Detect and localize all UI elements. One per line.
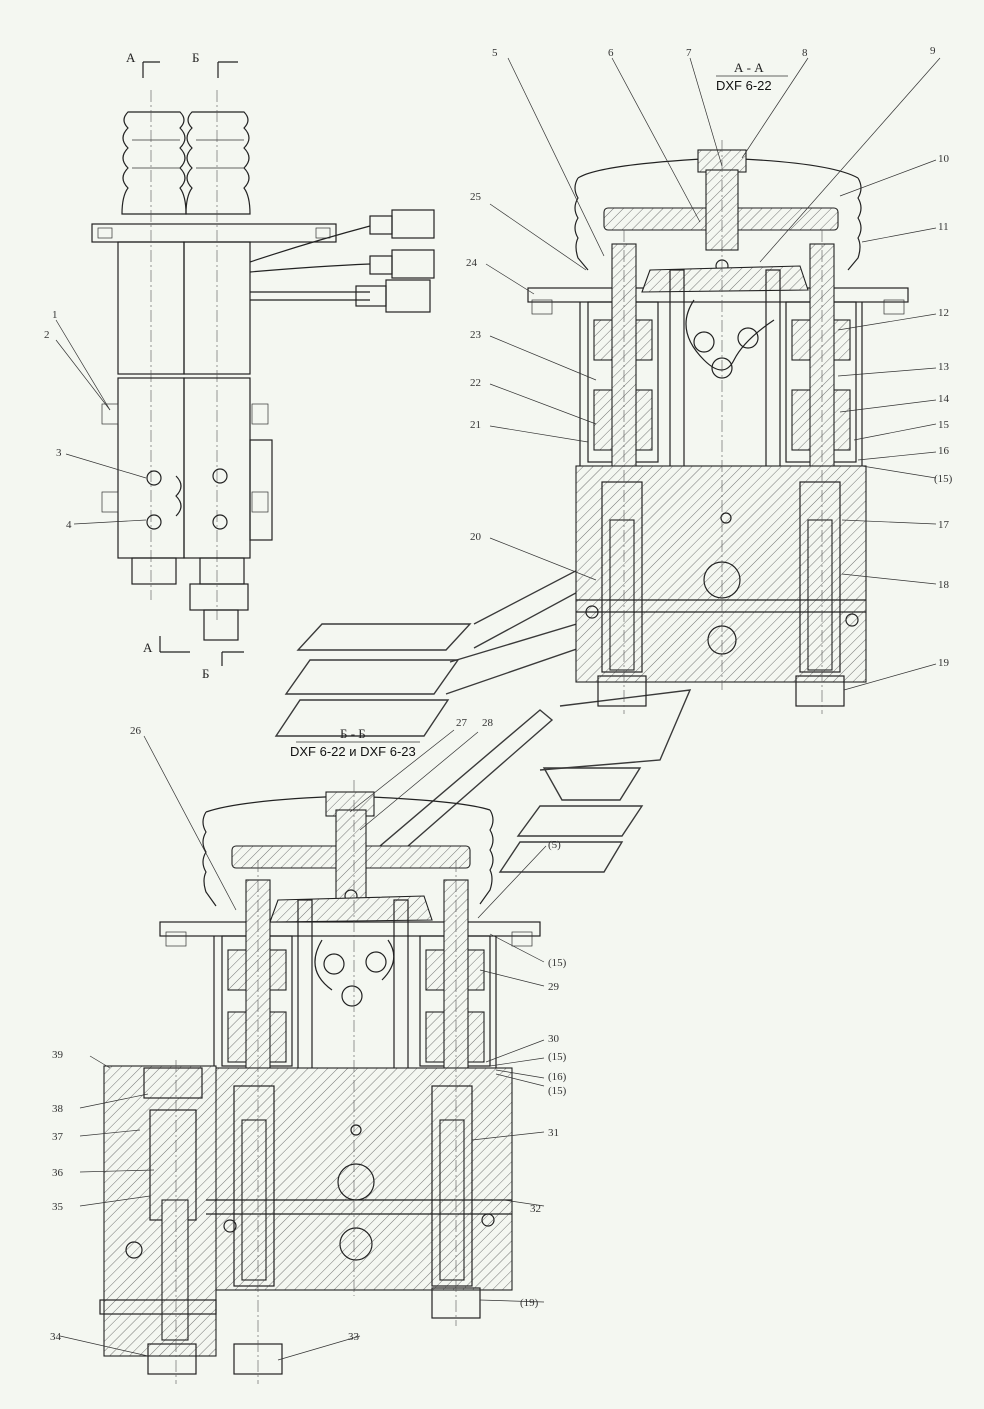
callouts-left: 1 2 3 4	[44, 309, 72, 531]
cut-label-a-bottom: А	[143, 640, 153, 655]
callout: 24	[466, 257, 478, 269]
external-view: А Б	[55, 50, 435, 681]
callout: 37	[52, 1131, 64, 1143]
callout: 35	[52, 1201, 64, 1213]
callout: 4	[66, 519, 72, 531]
callout: (15)	[548, 957, 567, 969]
callout: 34	[50, 1331, 62, 1343]
callout: 23	[470, 329, 482, 341]
callout: 13	[938, 361, 950, 373]
callout: 36	[52, 1167, 64, 1179]
section-bb-label: Б - Б	[340, 726, 366, 741]
callout: 39	[52, 1049, 64, 1061]
cut-label-b-top: Б	[192, 50, 199, 65]
section-aa-caption: DXF 6-22	[716, 78, 772, 93]
callout: 29	[548, 981, 560, 993]
callout: 31	[548, 1127, 559, 1139]
callout: 33	[348, 1331, 360, 1343]
callout: (15)	[548, 1085, 567, 1097]
callout: 17	[938, 519, 950, 531]
callout: 19	[938, 657, 950, 669]
callout: 5	[492, 47, 498, 59]
callout: 11	[938, 221, 949, 233]
callout: (15)	[548, 1051, 567, 1063]
callout: 28	[482, 717, 494, 729]
callout: 3	[56, 447, 62, 459]
callout: 8	[802, 47, 808, 59]
callout: 15	[938, 419, 950, 431]
callout: (15)	[934, 473, 953, 485]
callout: 32	[530, 1203, 541, 1215]
callout: 18	[938, 579, 950, 591]
cut-label-b-bottom: Б	[202, 666, 209, 681]
callout: 7	[686, 47, 692, 59]
section-aa-label: А - А	[734, 60, 764, 75]
callout: 16	[938, 445, 950, 457]
bellows-boots	[121, 111, 251, 215]
callout: 21	[470, 419, 481, 431]
callout: 14	[938, 393, 950, 405]
section-bb: Б - Б DXF 6-22 и DXF 6-23	[59, 726, 547, 1384]
cable-connectors	[249, 209, 435, 313]
callout: 9	[930, 45, 936, 57]
callout: 10	[938, 153, 950, 165]
section-aa: А - А DXF 6-22	[485, 57, 941, 714]
callout: 26	[130, 725, 142, 737]
callout: 30	[548, 1033, 560, 1045]
callout: 6	[608, 47, 614, 59]
callout: 25	[470, 191, 482, 203]
callout: 20	[470, 531, 482, 543]
callouts-bb: 26 27 28 (5) (15) 29 30 (15) (16) (15) 3…	[50, 717, 567, 1343]
callout: 27	[456, 717, 468, 729]
callout: 38	[52, 1103, 64, 1115]
callout: 1	[52, 309, 58, 321]
callout: (16)	[548, 1071, 567, 1083]
callout: 12	[938, 307, 949, 319]
callout: (5)	[548, 839, 561, 851]
callouts-aa: 5 6 7 8 9 10 11 12 13 14 15 16 (15) 17 1…	[466, 45, 953, 669]
cut-label-a-top: А	[126, 50, 136, 65]
section-bb-caption: DXF 6-22 и DXF 6-23	[290, 744, 416, 759]
callout: 2	[44, 329, 50, 341]
callout: 22	[470, 377, 481, 389]
callout: (19)	[520, 1297, 539, 1309]
